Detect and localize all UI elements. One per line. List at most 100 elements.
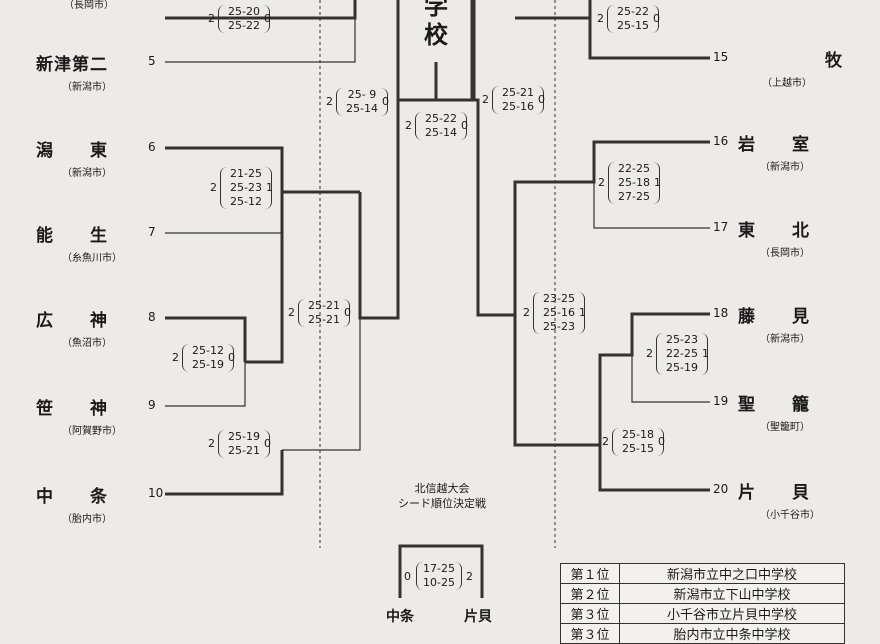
right-team-name: 牧 <box>825 51 843 71</box>
right-team-seed: 19 <box>713 394 729 408</box>
match-winner-sets: 2 <box>602 435 609 448</box>
set-score: 25-23 <box>543 320 575 333</box>
left-team-name: 能 生 <box>36 226 108 246</box>
bracket-line <box>515 0 592 20</box>
match-winner-sets: 2 <box>523 306 530 319</box>
left-top-city: （長岡市） <box>64 0 114 11</box>
ranking-row: 第１位 新潟市立中之口中学校 <box>560 563 845 584</box>
title-box <box>396 0 476 102</box>
set-score: 25-18 <box>618 176 650 189</box>
bracket-line <box>165 316 247 362</box>
left-team-city: （阿賀野市） <box>62 426 122 437</box>
set-score: 25-20 <box>228 5 260 18</box>
match-loser-sets: 1 <box>266 181 273 194</box>
playoff-right-team: 片貝 <box>464 609 492 625</box>
left-team-seed: 5 <box>148 54 156 68</box>
playoff-left-wins: 0 <box>404 570 411 583</box>
left-team-name: 広 神 <box>36 311 108 331</box>
match-loser-sets: 1 <box>579 306 586 319</box>
set-score: 25- 9 <box>347 88 377 101</box>
match-loser-sets: 1 <box>702 347 709 360</box>
left-team-name: 新津第二 <box>36 55 108 75</box>
set-score: 25-22 <box>228 19 260 32</box>
school-name: 新潟市立中之口中学校 <box>619 563 845 584</box>
right-team-seed: 20 <box>713 482 729 496</box>
match-winner-sets: 2 <box>482 93 489 106</box>
set-score: 25-22 <box>425 112 457 125</box>
playoff-right-wins: 2 <box>466 570 473 583</box>
bracket-line <box>282 318 361 451</box>
right-team-city: （上越市） <box>762 78 812 89</box>
set-score: 25-21 <box>228 444 260 457</box>
set-score: 25-23 <box>666 333 698 346</box>
ranking-table: 第１位 新潟市立中之口中学校 第２位 新潟市立下山中学校 第３位 小千谷市立片貝… <box>560 563 845 644</box>
bracket-line <box>165 362 246 407</box>
set-score: 25-12 <box>192 344 224 357</box>
left-team-city: （胎内市） <box>62 514 112 525</box>
right-team-name: 聖 籠 <box>738 395 810 415</box>
set-score: 25-15 <box>617 19 649 32</box>
left-team-city: （新潟市） <box>62 82 112 93</box>
left-team-name: 潟 東 <box>36 141 108 161</box>
set-score: 25-19 <box>228 430 260 443</box>
set-score: 25-16 <box>502 100 534 113</box>
match-loser-sets: 0 <box>264 437 271 450</box>
left-team-name: 中 条 <box>36 487 108 507</box>
match-loser-sets: 1 <box>654 176 661 189</box>
left-team-city: （魚沼市） <box>62 338 112 349</box>
match-loser-sets: 0 <box>461 119 468 132</box>
match-winner-sets: 2 <box>405 119 412 132</box>
left-team-name: 笹 神 <box>36 399 108 419</box>
set-score: 25-14 <box>346 102 378 115</box>
school-name: 新潟市立下山中学校 <box>619 583 845 604</box>
rank-label: 第３位 <box>560 603 620 624</box>
set-score: 25-15 <box>622 442 654 455</box>
left-team-city: （新潟市） <box>62 168 112 179</box>
set-score: 22-25 <box>666 347 698 360</box>
tournament-title: 学 校 <box>424 0 448 50</box>
set-score: 27-25 <box>618 190 650 203</box>
match-loser-sets: 0 <box>538 93 545 106</box>
bracket-lines <box>165 0 710 598</box>
right-team-seed: 18 <box>713 306 729 320</box>
right-team-name: 片 貝 <box>738 483 810 503</box>
right-team-seed: 16 <box>713 134 729 148</box>
set-score: 25-19 <box>192 358 224 371</box>
bracket-line <box>588 18 710 60</box>
set-score: 25-16 <box>543 306 575 319</box>
match-loser-sets: 0 <box>382 95 389 108</box>
set-score: 22-25 <box>618 162 650 175</box>
match-winner-sets: 2 <box>172 351 179 364</box>
match-winner-sets: 2 <box>208 12 215 25</box>
set-score: 10-25 <box>423 576 455 589</box>
match-winner-sets: 2 <box>598 176 605 189</box>
left-team-seed: 6 <box>148 140 156 154</box>
bracket-line <box>165 148 283 234</box>
seed-playoff-title: 北信越大会 シード順位決定戦 <box>382 481 502 511</box>
rank-label: 第３位 <box>560 623 620 644</box>
set-score: 25-21 <box>308 299 340 312</box>
school-name: 小千谷市立片貝中学校 <box>619 603 845 624</box>
set-score: 25-22 <box>617 5 649 18</box>
match-winner-sets: 2 <box>646 347 653 360</box>
title-char: 学 <box>424 0 448 20</box>
match-loser-sets: 0 <box>344 306 351 319</box>
match-loser-sets: 0 <box>653 12 660 25</box>
match-winner-sets: 2 <box>288 306 295 319</box>
bracket-line <box>598 445 710 492</box>
right-team-city: （新潟市） <box>760 162 810 173</box>
match-loser-sets: 0 <box>264 12 271 25</box>
bracket-line <box>165 450 284 496</box>
ranking-row: 第２位 新潟市立下山中学校 <box>560 583 845 604</box>
playoff-scores: 17-25 10-25 <box>416 562 462 590</box>
bracket-line <box>358 0 474 320</box>
